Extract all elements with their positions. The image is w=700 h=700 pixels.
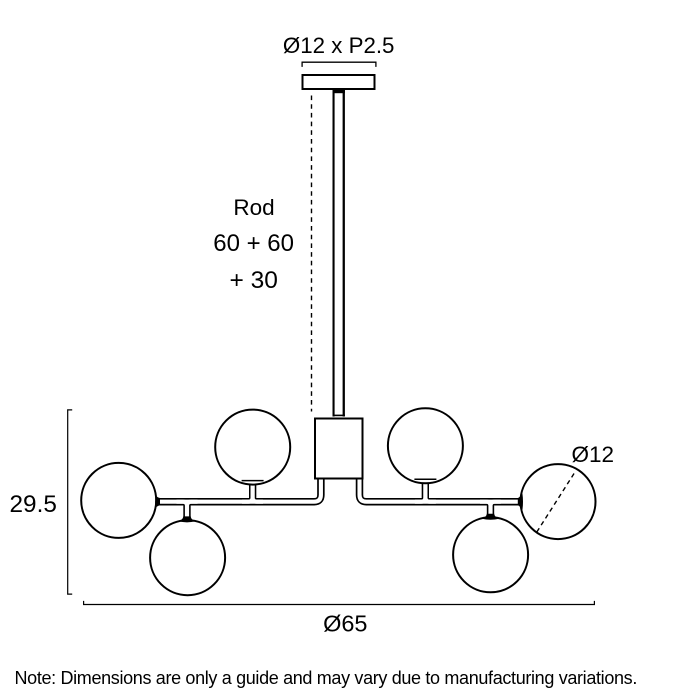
svg-text:Note: Dimensions are only a gu: Note: Dimensions are only a guide and ma… — [15, 668, 638, 688]
svg-text:60 + 60: 60 + 60 — [213, 230, 294, 257]
svg-text:Ø12: Ø12 — [572, 442, 615, 467]
svg-text:Rod: Rod — [233, 195, 274, 220]
svg-text:Ø12 x P2.5: Ø12 x P2.5 — [283, 33, 395, 58]
svg-text:+ 30: + 30 — [230, 267, 278, 294]
svg-text:Ø65: Ø65 — [323, 611, 367, 637]
svg-text:29.5: 29.5 — [10, 491, 57, 518]
